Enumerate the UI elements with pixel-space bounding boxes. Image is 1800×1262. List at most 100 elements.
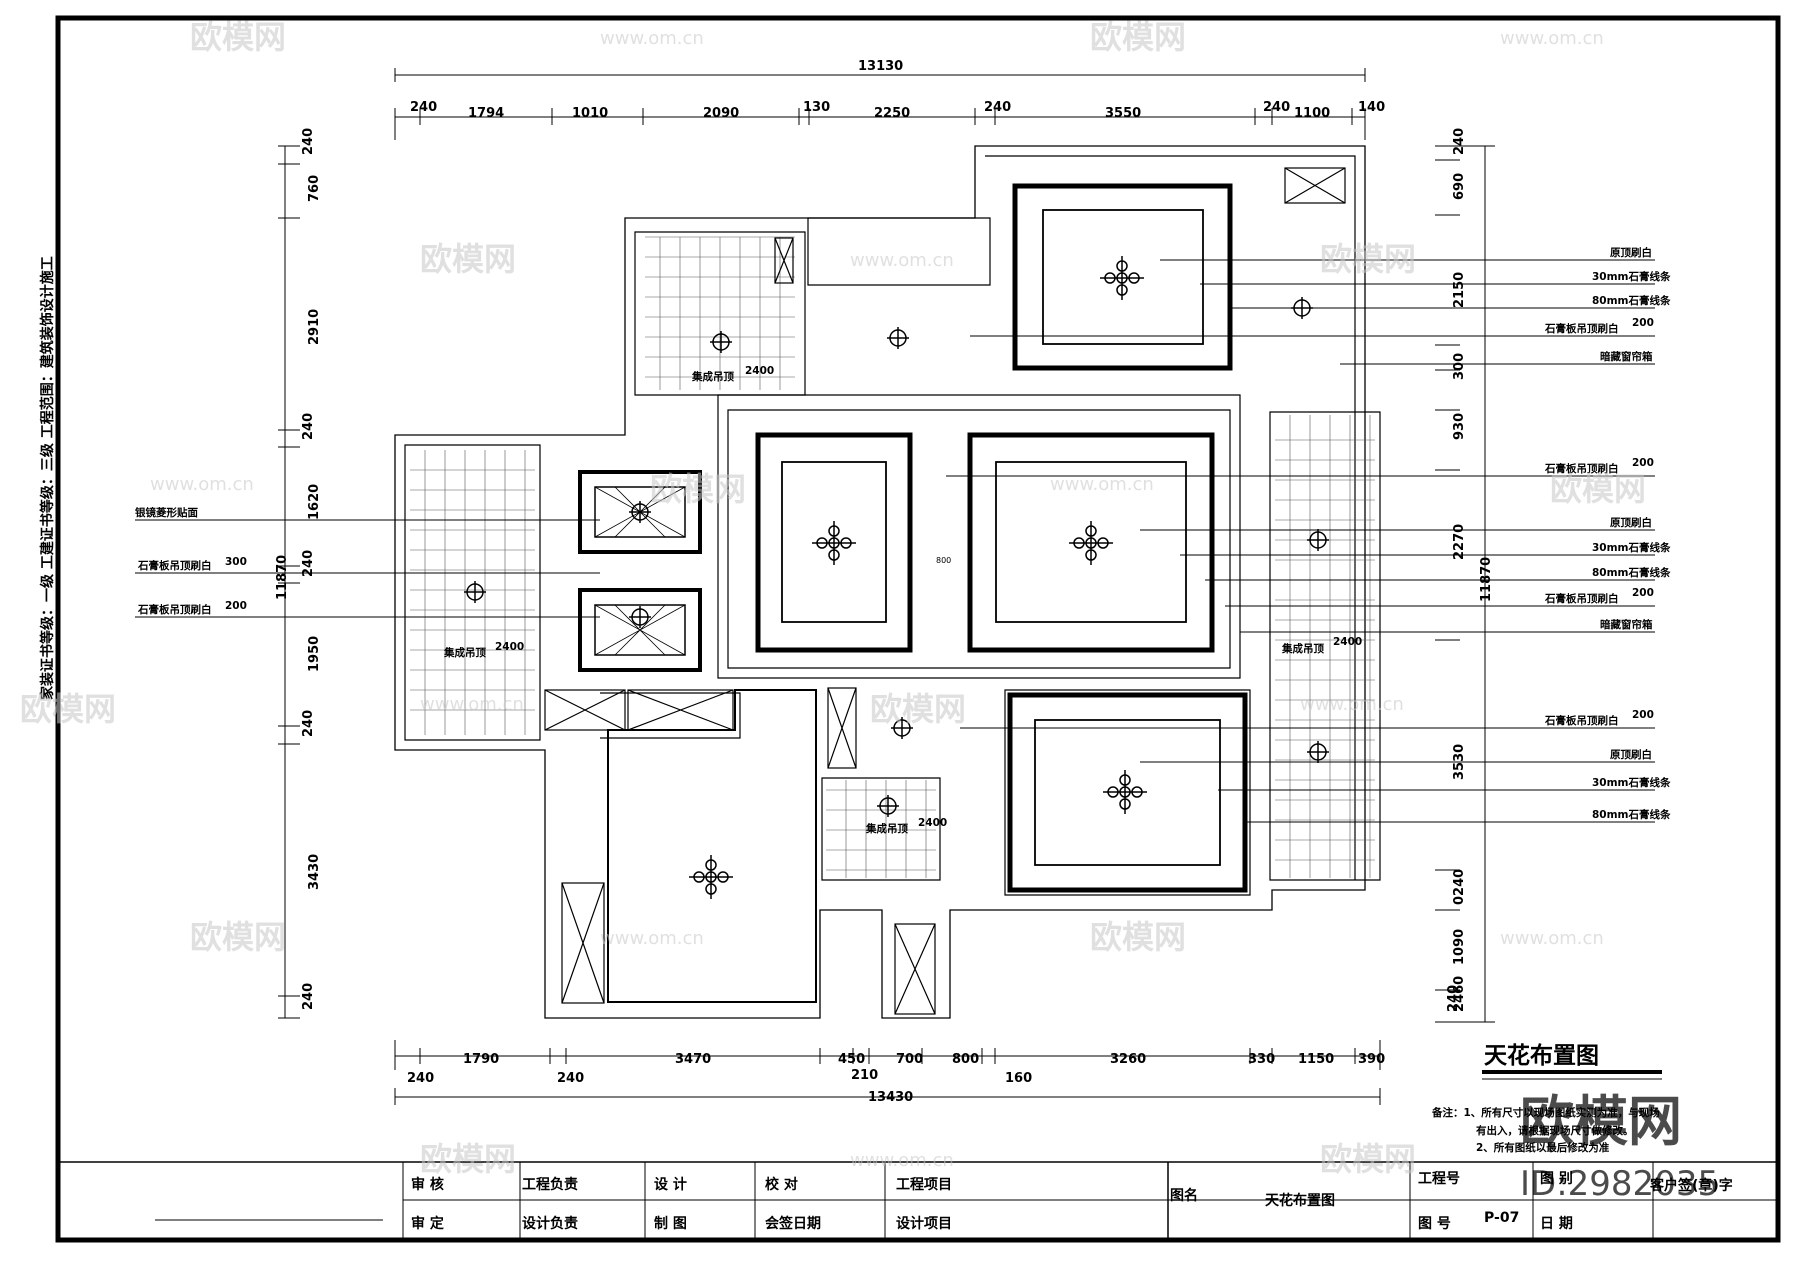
dim-top-seg: 240 xyxy=(1263,100,1290,115)
dim-left-seg: 240 xyxy=(301,550,316,577)
watermark-url: www.om.cn xyxy=(1050,474,1154,495)
ceiling-height: 2400 xyxy=(918,817,947,829)
watermark-url: www.om.cn xyxy=(420,694,524,715)
left-dimensions xyxy=(278,145,300,1019)
left-callout-height: 200 xyxy=(225,600,247,612)
dim-top-seg: 1100 xyxy=(1294,106,1330,121)
tb-project-no: 工程号 xyxy=(1418,1171,1460,1187)
dim-right-labels: 240 690 2150 300 930 2270 3530 0240 1090… xyxy=(1446,128,1467,1012)
ceiling-label: 集成吊顶 xyxy=(443,646,486,659)
center-dim: 800 xyxy=(936,556,951,565)
dim-right-seg: 240 xyxy=(1446,985,1461,1012)
right-callout: 30mm石膏线条 xyxy=(1592,541,1671,554)
right-callout: 80mm石膏线条 xyxy=(1592,294,1671,307)
right-callout: 暗藏窗帘箱 xyxy=(1600,350,1653,363)
dim-top-seg: 2090 xyxy=(703,106,739,121)
dim-top-seg: 140 xyxy=(1358,100,1385,115)
dim-left-total: 11870 xyxy=(275,555,290,600)
dim-top-seg: 1794 xyxy=(468,106,504,121)
dim-bottom-seg: 240 xyxy=(407,1071,434,1086)
watermarks: 欧模网 www.om.cn 欧模网 www.om.cn 欧模网 欧模网 www.… xyxy=(20,18,1719,1204)
left-leaders xyxy=(135,519,600,618)
dim-bottom-seg: 450 xyxy=(838,1052,865,1067)
downlight-icon xyxy=(464,581,486,603)
watermark-brand: 欧模网 xyxy=(1090,918,1186,956)
watermark-brand: 欧模网 xyxy=(1090,18,1186,56)
watermark-url: www.om.cn xyxy=(850,250,954,271)
watermark-brand: 欧模网 xyxy=(420,1140,516,1178)
dim-bottom-seg: 330 xyxy=(1248,1052,1275,1067)
drawing-title: 天花布置图 xyxy=(1484,1042,1599,1069)
ceiling-label: 集成吊顶 xyxy=(865,822,908,835)
dim-bottom-total: 13430 xyxy=(868,1090,913,1105)
tb-eng-lead: 工程负责 xyxy=(522,1176,578,1193)
top-dimensions xyxy=(394,68,1366,140)
dim-bottom-seg: 3470 xyxy=(675,1052,711,1067)
chandelier-icon xyxy=(1103,770,1147,814)
right-callout: 原顶刷白 xyxy=(1610,516,1652,529)
downlight-icon xyxy=(629,501,651,523)
dim-right-seg: 1090 xyxy=(1452,929,1467,965)
dim-bottom-seg: 1150 xyxy=(1298,1052,1334,1067)
watermark-brand: 欧模网 xyxy=(650,470,746,508)
watermark-url: www.om.cn xyxy=(1500,28,1604,49)
ceiling-panel-bedroom xyxy=(1007,692,1248,893)
right-callout: 80mm石膏线条 xyxy=(1592,566,1671,579)
watermark-url: www.om.cn xyxy=(600,928,704,949)
dim-left-seg: 1620 xyxy=(307,484,322,520)
title-block xyxy=(58,1161,1778,1240)
dim-top-seg: 130 xyxy=(803,100,830,115)
notes-line: 备注：1、所有尺寸以现场图纸实测为准，与现场 xyxy=(1431,1106,1660,1119)
dim-left-seg: 1950 xyxy=(307,636,322,672)
ceiling-panel-dining xyxy=(755,432,913,653)
notes-line: 2、所有图纸以最后修改为准 xyxy=(1476,1141,1610,1154)
tb-check: 校 对 xyxy=(765,1176,798,1193)
bottom-dimensions xyxy=(394,1040,1381,1105)
dim-left-seg: 240 xyxy=(301,128,316,155)
right-callout-height: 200 xyxy=(1632,457,1654,469)
chandelier-icon xyxy=(689,855,733,899)
tb-date: 日 期 xyxy=(1540,1216,1573,1232)
watermark-url: www.om.cn xyxy=(850,1150,954,1171)
right-callout-height: 200 xyxy=(1632,317,1654,329)
ceiling-height: 2400 xyxy=(1333,636,1362,648)
dim-right-seg: 2270 xyxy=(1452,524,1467,560)
ceiling-height: 2400 xyxy=(745,365,774,377)
dim-bottom-seg: 1790 xyxy=(463,1052,499,1067)
watermark-brand: 欧模网 xyxy=(1320,240,1416,278)
tb-design-lead: 设计负责 xyxy=(522,1215,578,1232)
dim-bottom-seg: 160 xyxy=(1005,1071,1032,1086)
watermark-url: www.om.cn xyxy=(150,474,254,495)
tb-category: 图 别 xyxy=(1540,1171,1573,1187)
left-callout-height: 300 xyxy=(225,556,247,568)
watermark-brand: 欧模网 xyxy=(190,918,286,956)
dim-bottom-seg: 390 xyxy=(1358,1052,1385,1067)
cabinets xyxy=(544,167,1346,1015)
dim-bottom-seg: 700 xyxy=(896,1052,923,1067)
right-callout: 原顶刷白 xyxy=(1610,748,1652,761)
dim-top-seg: 3550 xyxy=(1105,106,1141,121)
right-callout: 暗藏窗帘箱 xyxy=(1600,618,1653,631)
right-dimensions xyxy=(1435,145,1495,1023)
dim-top-total: 13130 xyxy=(858,59,903,74)
dim-bottom-seg: 240 xyxy=(557,1071,584,1086)
dim-bottom-seg: 3260 xyxy=(1110,1052,1146,1067)
right-callout-height: 200 xyxy=(1632,587,1654,599)
downlight-icon xyxy=(1307,529,1329,551)
side-qualification-text: 家装证书等级：一级 工建证书等级：三级 工程范围：建筑装饰设计施工 xyxy=(39,256,56,700)
left-callout: 银镜菱形贴面 xyxy=(135,506,198,519)
chandelier-icon xyxy=(1100,256,1144,300)
dim-top-seg: 240 xyxy=(410,100,437,115)
tb-eng-item: 工程项目 xyxy=(896,1177,952,1193)
dim-left-seg: 240 xyxy=(301,983,316,1010)
dim-bottom-labels: 1790 3470 450 700 800 3260 330 1150 390 … xyxy=(407,1052,1385,1086)
tb-client: 客户签(章)字 xyxy=(1649,1177,1733,1194)
dim-bottom-seg: 800 xyxy=(952,1052,979,1067)
dim-right-seg: 300 xyxy=(1452,353,1467,380)
dim-right-seg: 0240 xyxy=(1452,869,1467,905)
dim-top-seg: 240 xyxy=(984,100,1011,115)
right-callout: 原顶刷白 xyxy=(1610,246,1652,259)
tb-design-item: 设计项目 xyxy=(896,1215,952,1232)
